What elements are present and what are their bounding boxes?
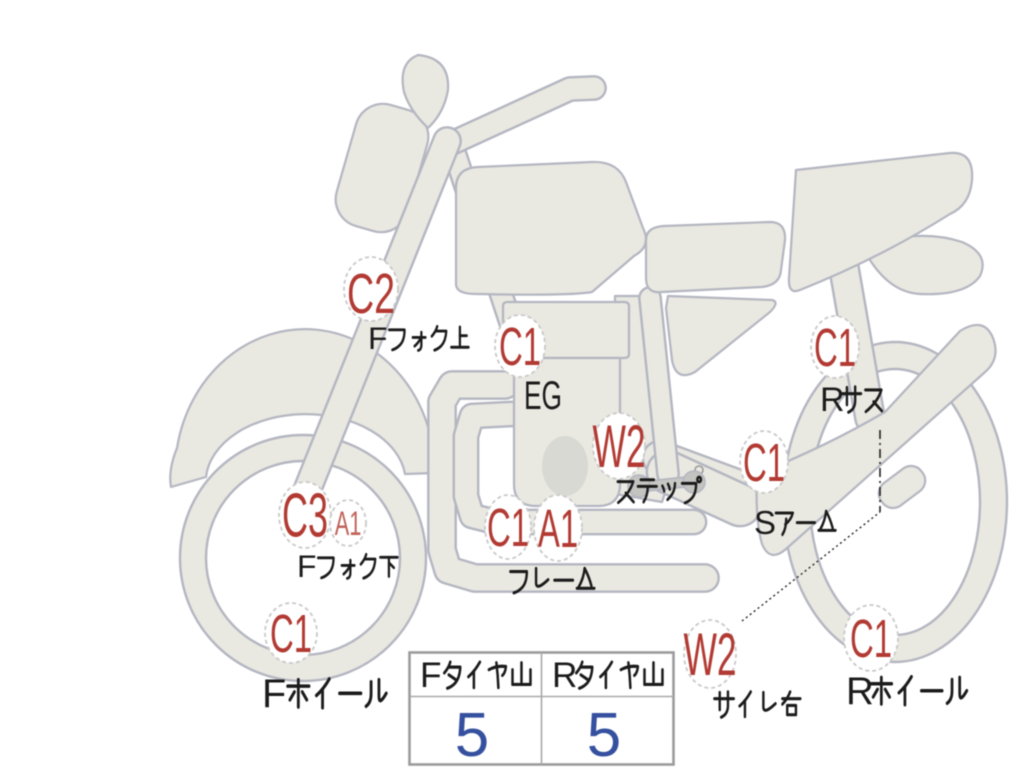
svg-text:C1: C1: [487, 499, 529, 558]
svg-text:C3: C3: [282, 480, 328, 550]
svg-text:R: R: [846, 670, 874, 713]
svg-text:C1: C1: [499, 318, 541, 377]
svg-text:F: F: [262, 672, 286, 716]
svg-text:R: R: [552, 656, 577, 695]
svg-text:C1: C1: [850, 610, 892, 669]
svg-text:R: R: [820, 381, 845, 419]
svg-text:W2: W2: [683, 621, 736, 688]
svg-text:F: F: [368, 320, 387, 356]
svg-text:A1: A1: [538, 500, 578, 559]
svg-text:C1: C1: [270, 605, 312, 664]
svg-text:S: S: [754, 504, 776, 541]
svg-text:F: F: [420, 656, 442, 695]
svg-text:C2: C2: [347, 262, 395, 326]
svg-text:5: 5: [587, 701, 621, 768]
svg-text:C1: C1: [743, 434, 785, 493]
svg-text:A1: A1: [335, 505, 362, 543]
svg-text:5: 5: [455, 701, 489, 768]
svg-text:W2: W2: [592, 413, 645, 480]
svg-text:EG: EG: [524, 374, 562, 418]
svg-text:F: F: [297, 548, 316, 584]
svg-text:C1: C1: [814, 319, 856, 378]
